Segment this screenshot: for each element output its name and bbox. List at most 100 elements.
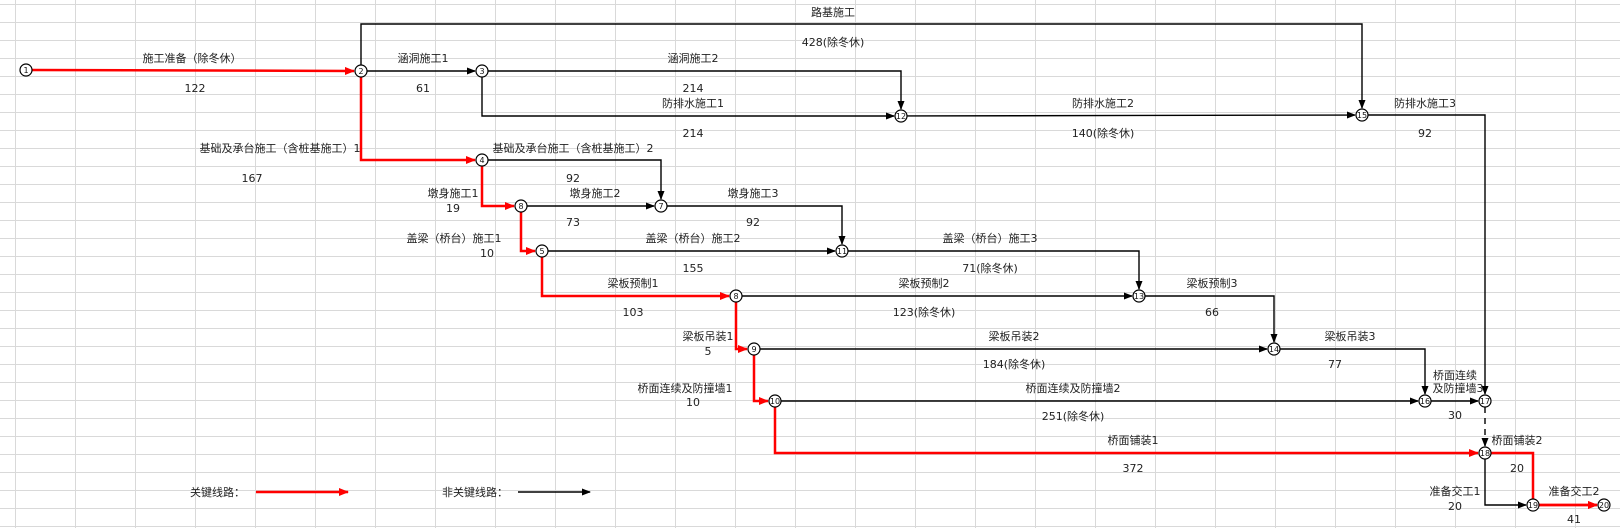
edge-5-8-critical [540,257,730,300]
activity-label: 及防撞墙3 [1433,381,1484,395]
event-node-2: 2 [354,64,368,78]
edge-9-10-critical [752,355,769,405]
event-node-number: 10 [770,397,780,406]
activity-label: 30 [1448,409,1462,422]
activity-label: 167 [242,172,263,185]
activity-label: 20 [1510,462,1524,475]
edge-15-17 [1368,114,1489,395]
event-node-number: 15 [1357,111,1367,120]
activity-label: 10 [686,396,700,409]
event-node-number: 18 [1480,449,1490,458]
event-node-number: 2 [358,67,363,76]
activity-label: 19 [446,202,460,215]
event-node-number: 1 [23,66,28,75]
event-node-circle [1132,289,1146,303]
event-node-15: 15 [1355,108,1369,122]
legend-critical-label: 关键线路： [190,485,245,499]
event-node-1: 1 [19,63,33,77]
activity-label: 盖梁（桥台）施工1 [407,231,502,245]
activity-label: 92 [1418,127,1432,140]
activity-label: 77 [1328,358,1342,371]
event-node-circle [894,109,908,123]
event-node-circle [1597,498,1611,512]
activity-label: 71(除冬休) [962,261,1018,275]
activity-label: 214 [683,82,704,95]
event-node-number: 17 [1480,397,1490,406]
event-node-14: 14 [1267,342,1281,356]
event-node-18: 18 [1478,446,1492,460]
activity-label: 梁板吊装1 [683,329,734,343]
activity-label: 涵洞施工1 [398,51,449,65]
labels-layer: 施工准备（除冬休）122路基施工428(除冬休)涵洞施工161涵洞施工2214防… [143,6,1600,526]
event-node-circle [654,199,668,213]
activity-label: 墩身施工3 [728,186,779,200]
event-node-10: 10 [768,394,782,408]
edge-6-5-critical [519,212,536,255]
activity-label: 10 [480,247,494,260]
activity-label: 准备交工1 [1430,484,1481,498]
activity-label: 251(除冬休) [1042,409,1105,423]
event-node-circle [835,244,849,258]
event-node-16: 16 [1418,394,1432,408]
event-node-circle [1355,108,1369,122]
activity-label: 桥面铺装2 [1492,434,1543,447]
edge-11-13 [848,250,1143,290]
activity-label: 122 [185,82,206,95]
event-node-circle [514,199,528,213]
activity-label: 防排水施工1 [662,96,724,110]
activity-label: 140(除冬休) [1072,126,1135,140]
activity-label: 基础及承台施工（含桩基施工）2 [493,141,654,155]
activity-label: 梁板预制1 [608,276,659,290]
edge-8-9-critical [734,302,748,353]
activity-label: 桥面连续及防撞墙2 [1026,381,1121,395]
event-node-circle [1478,394,1492,408]
activity-label: 73 [566,216,580,229]
edge-2-15 [360,23,1366,109]
activity-label: 梁板预制3 [1187,276,1238,290]
activity-label: 盖梁（桥台）施工2 [646,231,741,245]
activity-label: 墩身施工1 [428,186,479,200]
event-node-number: 19 [1528,501,1538,510]
event-node-5: 5 [535,244,549,258]
event-node-11: 11 [835,244,849,258]
event-node-circle [19,63,33,77]
activity-label: 桥面连续及防撞墙1 [638,381,733,395]
event-node-number: 14 [1269,345,1279,354]
activity-label: 103 [623,306,644,319]
event-node-20: 20 [1597,498,1611,512]
activity-label: 桥面连续 [1433,368,1477,382]
activity-label: 184(除冬休) [983,357,1046,371]
edge-13-14 [1145,295,1278,343]
event-node-circle [354,64,368,78]
activity-label: 防排水施工2 [1072,96,1134,110]
event-node-circle [475,153,489,167]
event-node-19: 19 [1526,498,1540,512]
event-node-3: 3 [475,64,489,78]
event-node-number: 12 [896,112,906,121]
activity-label: 66 [1205,306,1219,319]
event-node-number: 8 [518,202,523,211]
activity-label: 梁板吊装3 [1325,329,1376,343]
event-node-circle [1478,446,1492,460]
event-node-17: 17 [1478,394,1492,408]
legend-normal-label: 非关键线路： [442,485,508,499]
event-node-number: 5 [539,247,544,256]
activity-label: 61 [416,82,430,95]
activity-label: 墩身施工2 [570,186,621,200]
activity-label: 123(除冬休) [893,305,956,319]
event-node-9: 9 [747,342,761,356]
event-node-circle [535,244,549,258]
activity-label: 155 [683,262,704,275]
edge-18-19 [1484,459,1527,509]
event-node-number: 4 [479,156,484,165]
event-node-4: 4 [475,153,489,167]
activity-label: 92 [566,172,580,185]
event-node-number: 3 [479,67,484,76]
activity-label: 防排水施工3 [1394,96,1456,110]
event-node-circle [729,289,743,303]
edge-4-6-critical [480,166,515,210]
event-node-circle [747,342,761,356]
